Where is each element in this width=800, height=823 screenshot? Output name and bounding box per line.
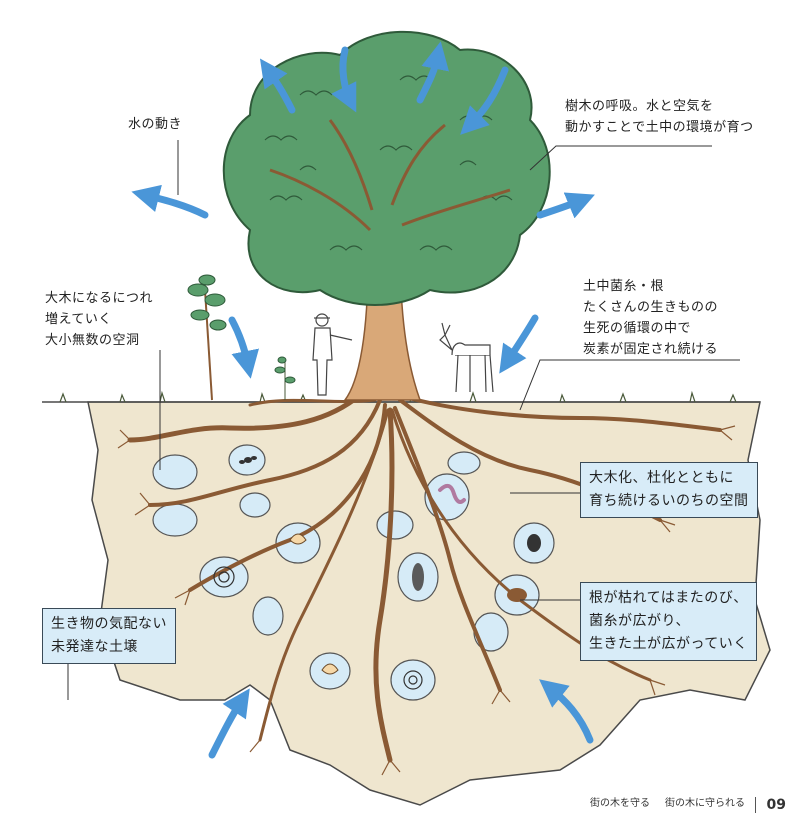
arrow-icon <box>331 46 357 113</box>
box-line: 根が枯れてはまたのび、 <box>589 590 748 606</box>
beetle-icon <box>527 534 541 552</box>
page-number: 09 <box>766 797 786 813</box>
label-mycelium: 土中菌糸・根 たくさんの生きものの 生死の循環の中で 炭素が固定され続ける <box>583 276 718 360</box>
grub-icon <box>289 533 307 545</box>
cavity <box>376 510 414 540</box>
canopy <box>222 30 551 306</box>
arrow-icon <box>228 316 259 379</box>
snail-icon-2 <box>403 670 423 690</box>
ant-icon <box>239 456 257 464</box>
cavity <box>199 556 249 598</box>
person-icon <box>312 313 353 396</box>
label-cavities: 大木になるにつれ 増えていく 大小無数の空洞 <box>45 288 153 351</box>
cavity <box>152 503 198 537</box>
label-line: 炭素が固定され続ける <box>583 342 719 357</box>
arrow-icon <box>259 58 296 114</box>
box-line: 生き物の気配ない <box>51 616 167 632</box>
deer-icon <box>439 322 494 393</box>
label-tree-breathing: 樹木の呼吸。水と空気を 動かすことで土中の環境が育つ <box>565 96 754 138</box>
grub-icon-2 <box>321 663 339 675</box>
arrow-icon <box>536 192 595 219</box>
footer-left: 街の木を守る <box>590 798 650 809</box>
label-line: 動かすことで土中の環境が育つ <box>565 120 754 135</box>
label-water-movement: 水の動き <box>128 117 183 132</box>
cavity <box>447 451 481 475</box>
arrow-icon <box>131 184 209 219</box>
box-life-space: 大木化、杜化とともに 育ち続けるいのちの空間 <box>580 462 758 518</box>
arrow-icon <box>539 679 594 744</box>
cavity <box>239 492 271 518</box>
arrow-icon <box>460 66 509 135</box>
label-line: 大小無数の空洞 <box>45 333 140 348</box>
arrows <box>131 41 595 759</box>
worm-icon <box>438 483 466 504</box>
arrow-icon <box>416 41 449 104</box>
label-line: たくさんの生きものの <box>583 300 719 315</box>
label-line: 生死の循環の中で <box>583 321 692 336</box>
cavity <box>390 659 436 701</box>
cavity <box>152 454 198 490</box>
box-line: 育ち続けるいのちの空間 <box>589 493 749 509</box>
footer-right: 街の木に守られる <box>665 798 745 809</box>
box-undeveloped-soil: 生き物の気配ない 未発達な土壌 <box>42 608 176 664</box>
pillbug-icon <box>412 563 424 591</box>
leader-lines <box>67 140 740 700</box>
box-line: 菌糸が広がり、 <box>589 613 690 629</box>
box-line: 未発達な土壌 <box>51 639 138 655</box>
box-line: 生きた土が広がっていく <box>589 636 748 652</box>
label-line: 土中菌糸・根 <box>583 279 665 294</box>
arrow-icon <box>499 314 539 374</box>
sapling-icon <box>187 274 227 401</box>
label-line: 大木になるにつれ <box>45 291 154 306</box>
label-line: 増えていく <box>45 312 112 327</box>
box-fungi-spread: 根が枯れてはまたのび、 菌糸が広がり、 生きた土が広がっていく <box>580 582 757 661</box>
snail-icon <box>213 566 235 588</box>
page-divider <box>755 797 756 813</box>
arrow-icon <box>208 688 250 759</box>
mole-icon <box>507 588 527 602</box>
cavity <box>252 596 284 636</box>
small-plant-icon <box>274 356 296 400</box>
box-line: 大木化、杜化とともに <box>589 470 734 486</box>
label-line: 樹木の呼吸。水と空気を <box>565 99 714 114</box>
cavity <box>473 612 509 652</box>
grass <box>59 390 737 403</box>
